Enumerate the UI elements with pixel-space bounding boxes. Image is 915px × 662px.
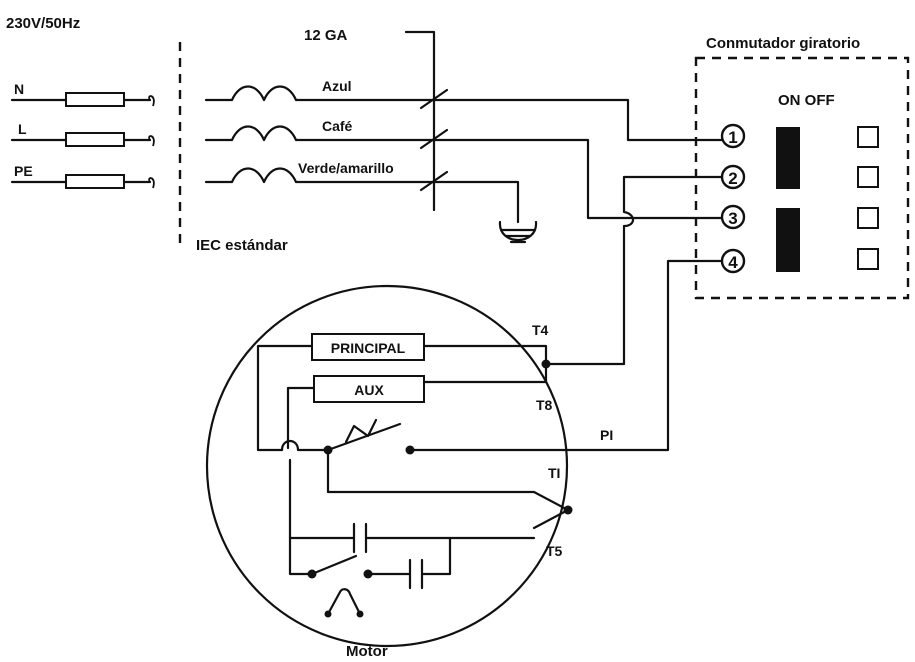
- motor-label: Motor: [346, 643, 388, 660]
- line-n-label: N: [14, 81, 24, 97]
- switch-terminal-4: 4: [720, 248, 746, 274]
- fuse-n: [65, 92, 125, 107]
- main-winding-label: PRINCIPAL: [331, 340, 406, 356]
- wire-brown: Café: [204, 118, 724, 220]
- motor-housing: [205, 284, 569, 648]
- supply-label: 230V/50Hz: [6, 15, 80, 32]
- iec-label: IEC estándar: [196, 237, 288, 254]
- switch-position-box: [857, 126, 879, 148]
- switch-position-box: [857, 248, 879, 270]
- junction-t4-t8: [541, 359, 551, 369]
- fuse-pe: [65, 174, 125, 189]
- plug-l-icon: [148, 135, 155, 147]
- thermal-protector-node: [563, 505, 573, 515]
- terminal-t5-label: T5: [546, 543, 563, 559]
- terminal-ti-label: TI: [548, 465, 560, 481]
- terminal-t4-label: T4: [532, 322, 549, 338]
- line-pe: PE: [10, 163, 155, 189]
- motor: PRINCIPAL AUX T4 T8 PI TI T5: [205, 284, 613, 648]
- fuse-l: [65, 132, 125, 147]
- switch-terminal-4-label: 4: [728, 253, 738, 272]
- aux-winding: [313, 375, 425, 403]
- aux-winding-label: AUX: [354, 382, 384, 398]
- wire-ground-label: Verde/amarillo: [298, 160, 394, 176]
- switch-position-box: [857, 207, 879, 229]
- wire-blue: Azul: [204, 78, 724, 142]
- switch-terminal-2: 2: [720, 164, 746, 190]
- centrifugal-switch-contact: [405, 445, 415, 455]
- line-l-label: L: [18, 121, 27, 137]
- ground-icon: [498, 220, 538, 244]
- wire-terminal-4-to-pi: [408, 259, 724, 452]
- wire-ground: Verde/amarillo: [204, 160, 520, 224]
- cable-gauge-marker: 12 GA: [304, 27, 449, 212]
- switch-terminal-3: 3: [720, 204, 746, 230]
- switch-terminal-1: 1: [720, 123, 746, 149]
- rotary-switch-title: Conmutador giratorio: [706, 35, 860, 52]
- wire-blue-label: Azul: [322, 78, 352, 94]
- switch-contact-lower: [776, 208, 800, 272]
- terminal-t8-label: T8: [536, 397, 553, 413]
- centrifugal-actuator-icon: [326, 588, 362, 616]
- rotary-switch: Conmutador giratorio ON OFF 1 2 3 4: [694, 35, 910, 300]
- wire-brown-label: Café: [322, 118, 353, 134]
- gauge-label: 12 GA: [304, 27, 348, 44]
- on-off-label: ON OFF: [778, 92, 835, 109]
- line-n: N: [10, 81, 155, 107]
- switch-terminal-1-label: 1: [728, 128, 737, 147]
- switch-terminal-2-label: 2: [728, 169, 737, 188]
- line-l: L: [10, 121, 155, 147]
- wire-terminal-2-to-t4: [544, 175, 724, 366]
- terminal-pi-label: PI: [600, 427, 613, 443]
- switch-position-box: [857, 166, 879, 188]
- plug-pe-icon: [148, 177, 155, 189]
- plug-n-icon: [148, 95, 155, 107]
- line-pe-label: PE: [14, 163, 33, 179]
- switch-contact-upper: [776, 127, 800, 189]
- switch-terminal-3-label: 3: [728, 209, 737, 228]
